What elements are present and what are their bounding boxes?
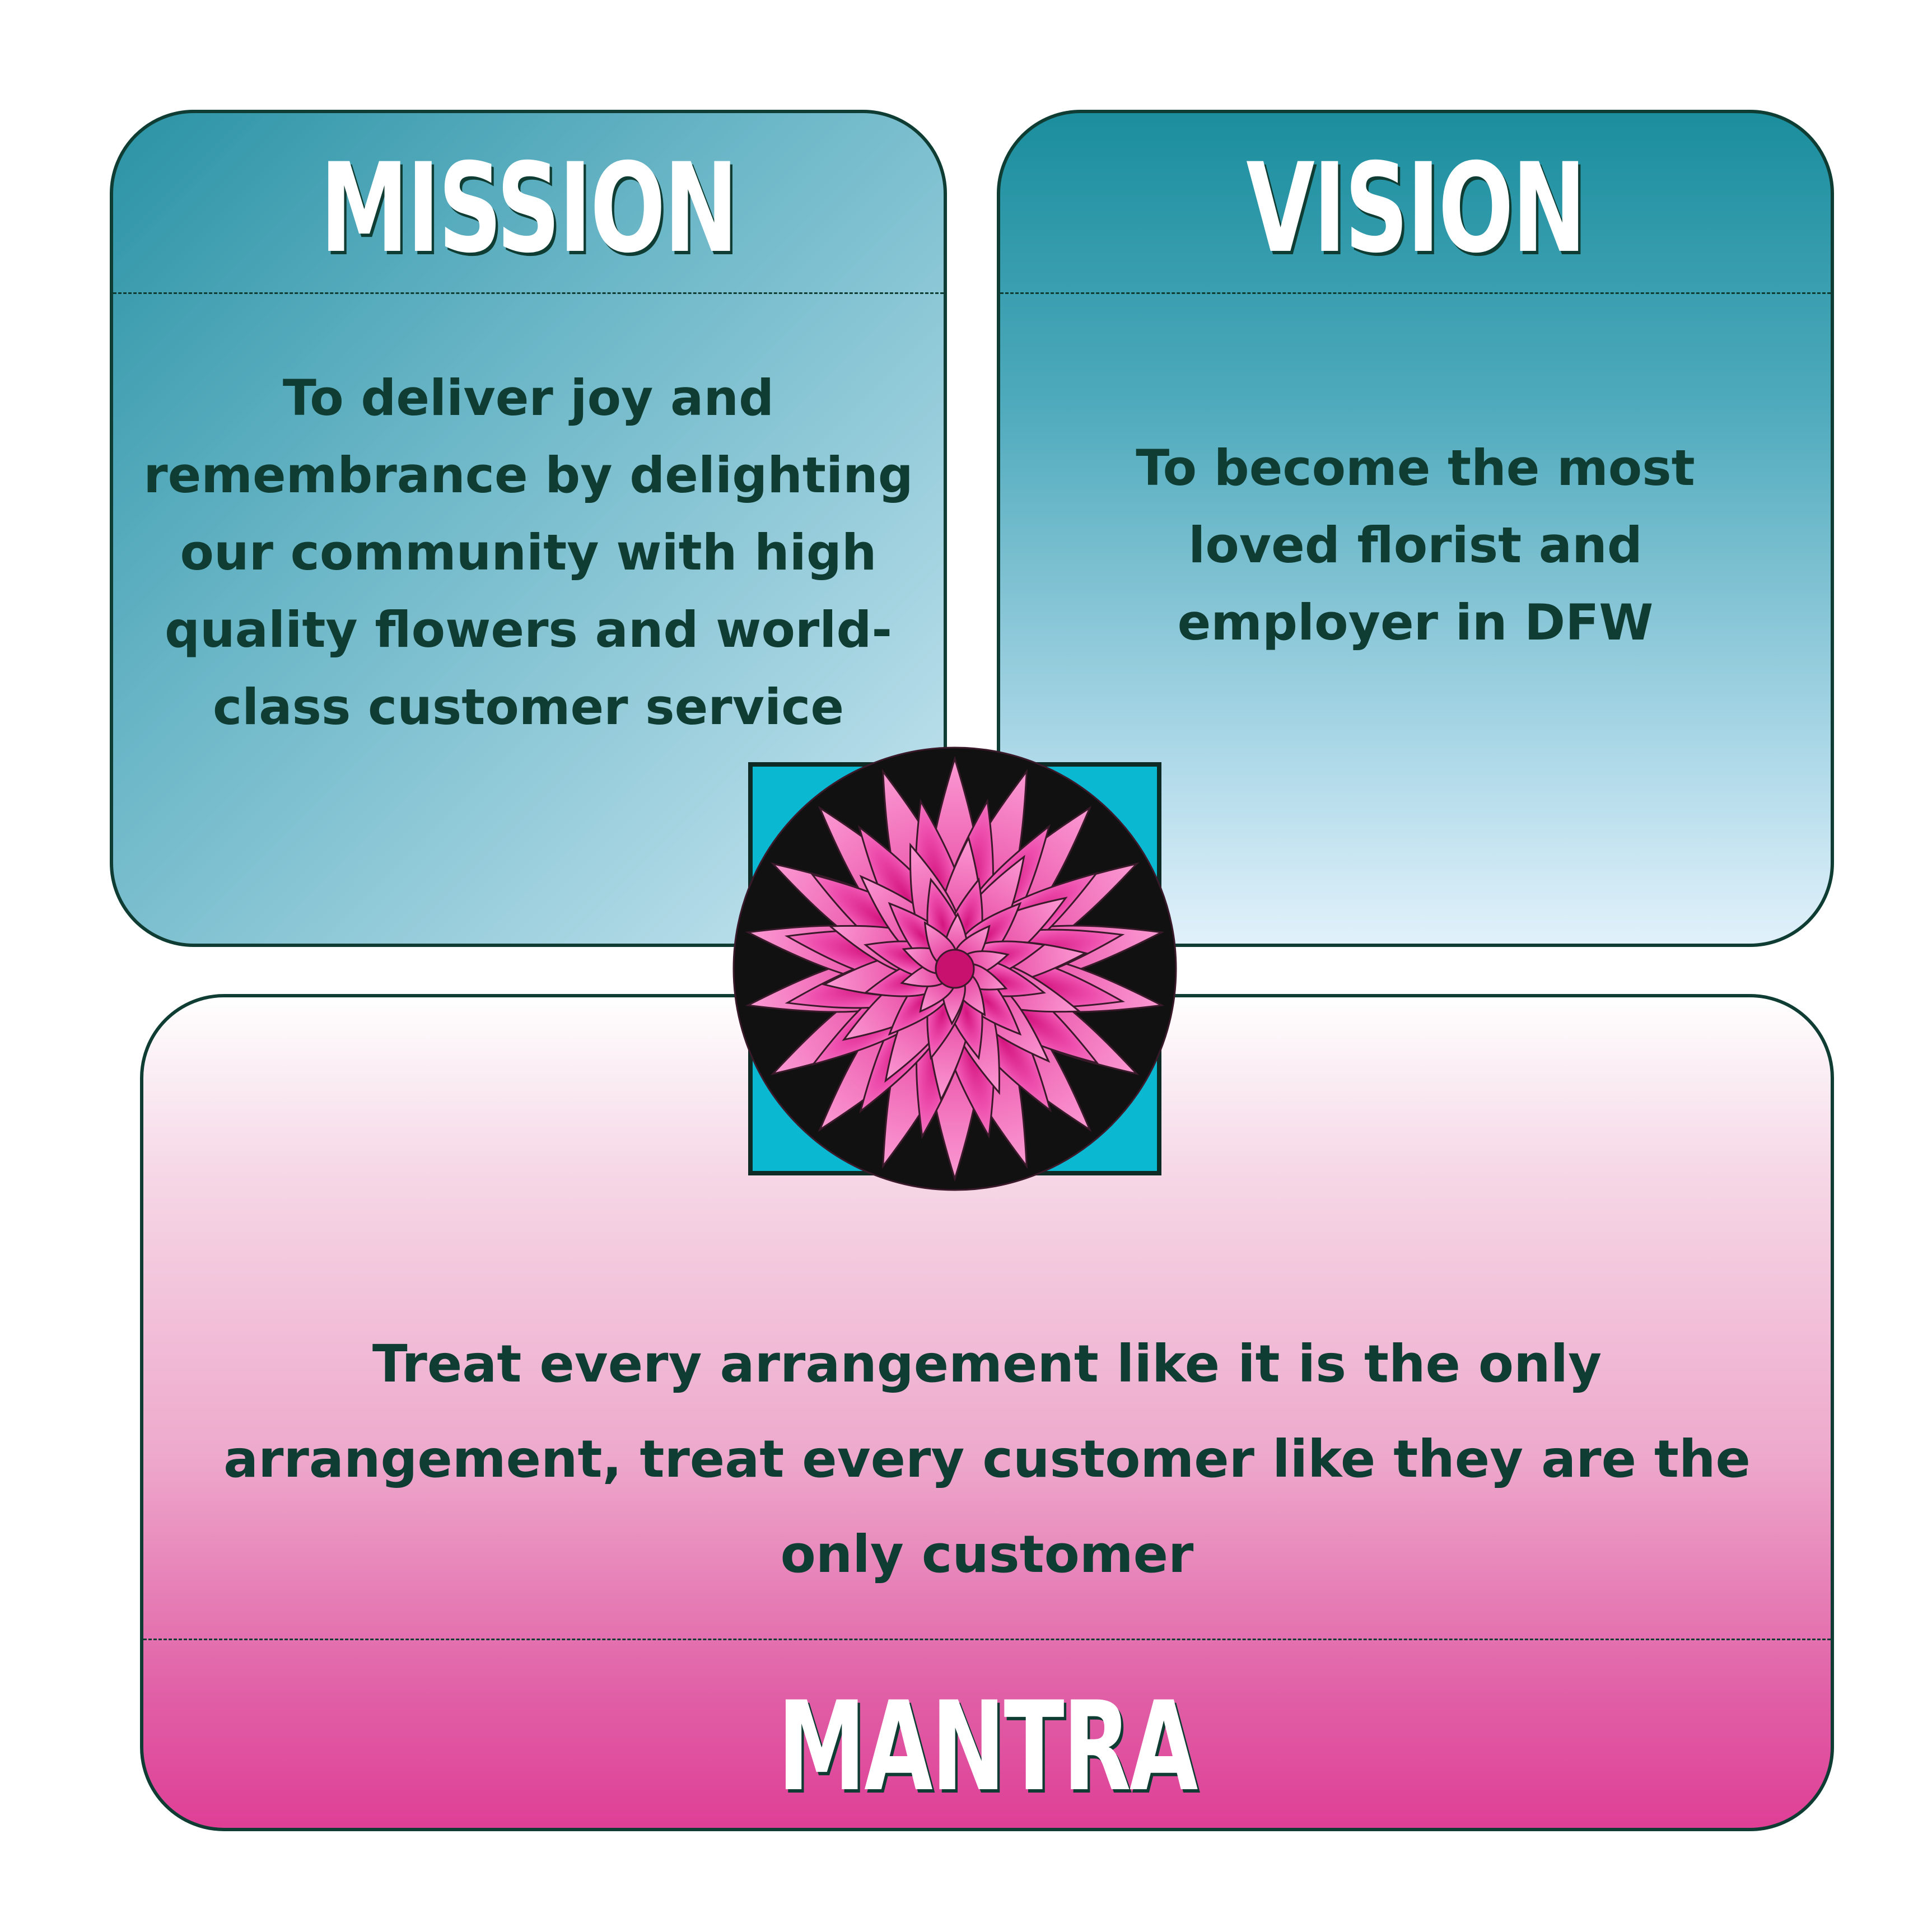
mantra-text: Treat every arrangement like it is the o… [223,1334,1751,1584]
vision-divider [1000,292,1831,294]
flower-petals [732,746,1177,1191]
mantra-divider [143,1639,1831,1640]
mission-card: MISSION To deliver joy and remembrance b… [110,110,947,947]
mission-title: MISSION [320,137,738,280]
vision-text: To become the most loved florist and emp… [1136,439,1695,651]
vision-title: VISION [1246,137,1586,280]
mission-divider [113,292,944,294]
flower-center [935,949,975,989]
mantra-card: Treat every arrangement like it is the o… [140,994,1834,1831]
dahlia-flower-icon [732,746,1177,1191]
mantra-title: MANTRA [777,1675,1198,1818]
mission-text: To deliver joy and remembrance by deligh… [143,369,913,736]
